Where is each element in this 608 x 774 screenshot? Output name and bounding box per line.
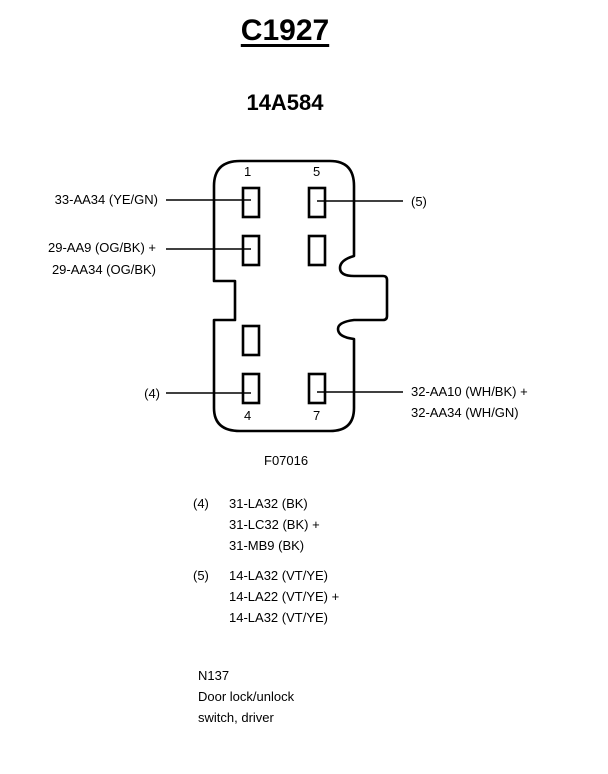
component-desc-line-1: Door lock/unlock xyxy=(198,689,295,704)
pin-number-5: 5 xyxy=(313,164,321,179)
pin-4-cavity xyxy=(241,372,261,405)
pin-number-1: 1 xyxy=(244,164,252,179)
pin-1-cavity xyxy=(241,186,261,219)
note-5-line: 14-LA32 (VT/YE) xyxy=(229,610,328,625)
pin-6-cavity xyxy=(307,234,327,267)
note-5-line: 14-LA22 (VT/YE) + xyxy=(229,589,340,604)
pin-number-4: 4 xyxy=(244,408,252,423)
component-desc-line-2: switch, driver xyxy=(198,710,274,725)
pin-number-7: 7 xyxy=(313,408,321,423)
pin-5-cavity xyxy=(307,186,327,219)
figure-ref: F07016 xyxy=(264,453,309,468)
component-code: N137 xyxy=(198,668,230,683)
note-4-ref: (4) xyxy=(193,496,209,511)
note-4-line: 31-LC32 (BK) + xyxy=(229,517,320,532)
connector-body xyxy=(212,159,389,433)
pin-3-cavity xyxy=(241,324,261,357)
wire-label-pin-7-a: 32-AA10 (WH/BK) + xyxy=(411,384,528,399)
note-4-line: 31-MB9 (BK) xyxy=(229,538,305,553)
note-4-line: 31-LA32 (BK) xyxy=(229,496,308,511)
connector-id: C1927 xyxy=(240,14,330,47)
pin-2-cavity xyxy=(241,234,261,267)
part-number: 14A584 xyxy=(246,90,324,115)
wire-label-pin-2-b: 29-AA34 (OG/BK) xyxy=(51,262,156,277)
wire-label-pin-4: (4) xyxy=(144,386,160,401)
note-5-line: 14-LA32 (VT/YE) xyxy=(229,568,328,583)
wire-label-pin-5: (5) xyxy=(411,194,427,209)
wire-label-pin-7-b: 32-AA34 (WH/GN) xyxy=(411,405,519,420)
pin-7-cavity xyxy=(307,372,327,405)
wire-label-pin-2-a: 29-AA9 (OG/BK) + xyxy=(47,240,156,255)
wire-label-pin-1: 33-AA34 (YE/GN) xyxy=(54,192,158,207)
note-5-ref: (5) xyxy=(193,568,209,583)
